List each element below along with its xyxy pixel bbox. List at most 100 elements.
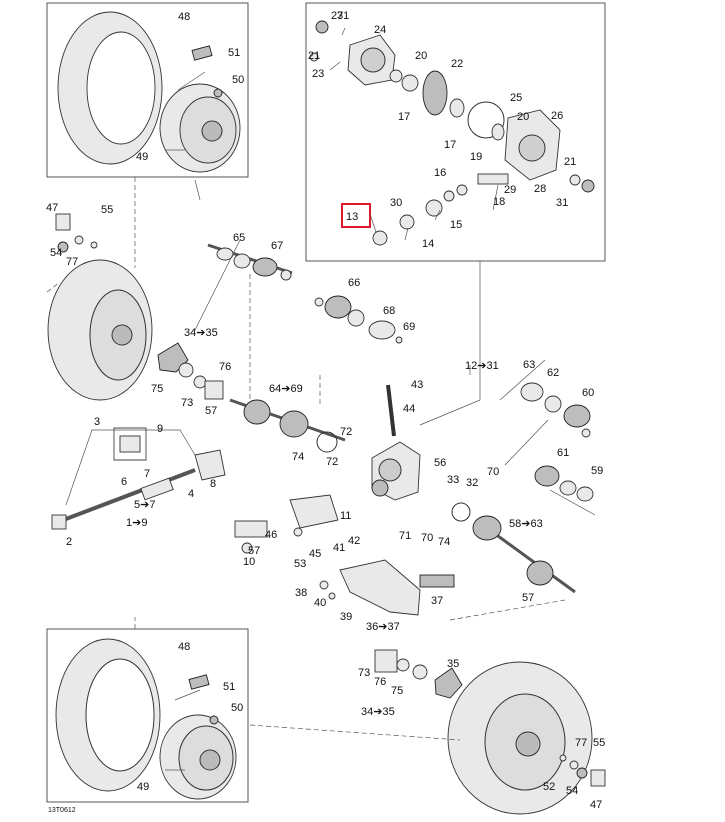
callout-label: 40 xyxy=(314,597,326,609)
hub-right-group xyxy=(374,649,463,699)
callout-label: 10 xyxy=(243,556,255,568)
callout-label: 57 xyxy=(522,592,534,604)
callout-label: 58➔63 xyxy=(509,518,543,530)
washer-75-right xyxy=(412,664,428,680)
callout-label: 22 xyxy=(451,58,463,70)
callout-label: 37 xyxy=(431,595,443,607)
callout-label: 76 xyxy=(374,676,386,688)
spacer-73-left xyxy=(204,380,224,400)
bearing-20-a xyxy=(389,69,403,83)
callout-label: 23 xyxy=(312,68,324,80)
callout-label: 54 xyxy=(50,247,62,259)
callout-label: 11 xyxy=(340,510,351,522)
callout-label: 21 xyxy=(308,50,320,62)
callout-label: 14 xyxy=(422,238,434,250)
callout-label: 29 xyxy=(504,184,516,196)
skid-plate-36 xyxy=(339,559,421,616)
callout-label: 50 xyxy=(232,74,244,86)
callout-label: 59 xyxy=(591,465,603,477)
boot-kit-60-63 xyxy=(520,382,591,438)
callout-label: 31 xyxy=(337,10,349,22)
callout-label: 73 xyxy=(181,397,193,409)
callout-label: 51 xyxy=(223,681,235,693)
right-tire-group xyxy=(447,661,593,815)
callout-label: 12➔31 xyxy=(465,360,499,372)
callout-label: 1➔9 xyxy=(126,517,147,529)
diagram-code: 13T0612 xyxy=(48,807,76,814)
screw-21-left xyxy=(309,52,319,62)
bearing-76-left xyxy=(193,375,207,389)
callout-label: 54 xyxy=(566,785,578,797)
callout-label: 20 xyxy=(415,50,427,62)
u-joint-2 xyxy=(51,514,67,530)
callout-label: 32 xyxy=(466,477,478,489)
u-joint-3 xyxy=(119,435,141,453)
boot-kit-59-61 xyxy=(534,465,594,502)
callout-label: 48 xyxy=(178,11,190,23)
callout-label: 65 xyxy=(233,232,245,244)
pin-55-top xyxy=(90,241,98,249)
pinion-18 xyxy=(477,173,509,185)
callout-label: 72 xyxy=(326,456,338,468)
callout-label: 73 xyxy=(358,667,370,679)
o-ring-25 xyxy=(467,101,505,139)
valve-label-51-top xyxy=(191,45,213,61)
callout-label: 75 xyxy=(391,685,403,697)
callout-label: 19 xyxy=(470,151,482,163)
valve-label-51-bottom xyxy=(188,674,210,690)
callout-label: 39 xyxy=(340,611,352,623)
callout-label: 3 xyxy=(94,416,100,428)
callout-label: 55 xyxy=(593,737,605,749)
hub-nut-group-top xyxy=(55,213,98,253)
callout-label: 33 xyxy=(447,474,459,486)
bottom-wheel-frame xyxy=(46,628,249,803)
callout-label: 13 xyxy=(346,211,358,223)
callout-label: 47 xyxy=(590,799,602,811)
spring-43 xyxy=(386,384,396,437)
washer-54-top xyxy=(57,241,69,253)
washer-75-left xyxy=(178,362,194,378)
callout-label: 38 xyxy=(295,587,307,599)
prop-shaft xyxy=(51,427,226,530)
callout-label: 16 xyxy=(434,167,446,179)
callout-label: 57 xyxy=(248,545,260,557)
lower-gear-group xyxy=(234,494,339,554)
cv-right-a xyxy=(472,515,502,541)
callout-label: 64➔69 xyxy=(269,383,303,395)
callout-label: 52 xyxy=(543,781,555,793)
callout-label: 31 xyxy=(556,197,568,209)
hub-nut-group-bottom xyxy=(559,754,606,787)
bearing-16-a xyxy=(456,184,468,196)
callout-label: 5➔7 xyxy=(134,499,155,511)
callout-label: 47 xyxy=(46,202,58,214)
shim-17-a xyxy=(401,74,419,92)
boot-60 xyxy=(563,404,591,428)
decal-37 xyxy=(419,574,455,588)
callout-label: 43 xyxy=(411,379,423,391)
callout-label: 20 xyxy=(517,111,529,123)
coupler-6 xyxy=(140,477,174,501)
callout-label: 41 xyxy=(333,542,345,554)
screw-38 xyxy=(319,580,329,590)
seal-14 xyxy=(399,214,415,230)
callout-label: 57 xyxy=(205,405,217,417)
callout-label: 34➔35 xyxy=(361,706,395,718)
callout-label: 70 xyxy=(487,466,499,478)
callout-label: 4 xyxy=(188,488,194,500)
highlight-box-13 xyxy=(341,203,371,228)
valve-50-bottom xyxy=(209,715,219,725)
driveshaft-upper xyxy=(207,243,293,281)
callout-label: 75 xyxy=(151,383,163,395)
shim-17-b xyxy=(449,98,465,118)
cv-right-b xyxy=(526,560,554,586)
boot-65-b xyxy=(233,253,251,269)
callout-label: 42 xyxy=(348,535,360,547)
callout-label: 56 xyxy=(434,457,446,469)
callout-label: 66 xyxy=(348,277,360,289)
callout-label: 21 xyxy=(564,156,576,168)
cv-joint-left-a xyxy=(243,399,271,425)
callout-label: 28 xyxy=(534,183,546,195)
callout-label: 69 xyxy=(403,321,415,333)
